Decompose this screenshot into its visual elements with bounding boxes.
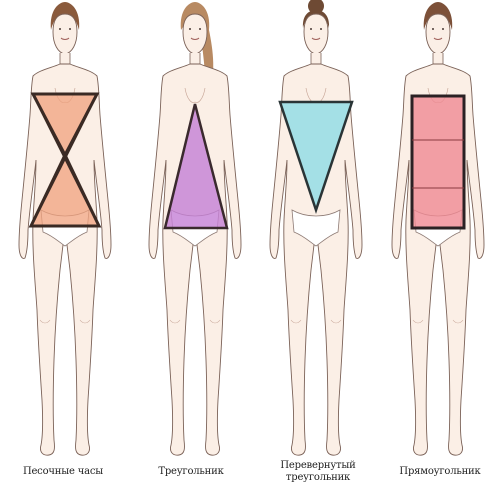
figure-rectangle bbox=[392, 2, 484, 455]
figure-inverted-triangle bbox=[270, 0, 362, 455]
rectangle-shape bbox=[412, 96, 464, 228]
caption-rectangle: Прямоугольник bbox=[384, 466, 496, 478]
figure-triangle bbox=[149, 2, 241, 455]
figure-hourglass bbox=[19, 2, 111, 455]
caption-triangle: Треугольник bbox=[136, 466, 246, 478]
caption-inverted-triangle-line1: Перевернутый bbox=[258, 460, 378, 472]
caption-inverted-triangle: Перевернутый треугольник bbox=[258, 460, 378, 484]
caption-inverted-triangle-line2: треугольник bbox=[258, 472, 378, 484]
caption-hourglass: Песочные часы bbox=[8, 466, 118, 478]
